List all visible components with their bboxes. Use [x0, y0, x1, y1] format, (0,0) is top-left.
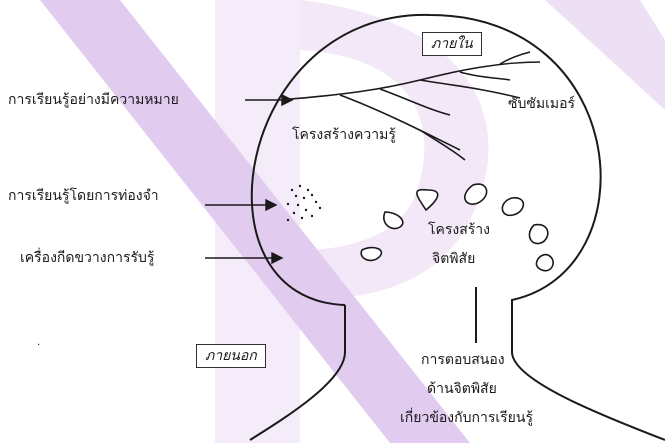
tree-branch-7 — [459, 71, 511, 81]
affective-structure-line1: โครงสร้าง — [428, 222, 491, 238]
subsumer-label: ซับซัมเมอร์ — [508, 96, 576, 112]
tree-branch-3 — [379, 88, 451, 116]
outside-label: ภายนอก — [196, 344, 266, 368]
droplet-4 — [383, 211, 404, 230]
arrow-rote-head — [265, 198, 278, 212]
affective-response-line1: การตอบสนอง — [421, 352, 505, 368]
small-dot: · — [37, 340, 41, 351]
perceptual-barrier-label: เครื่องกีดขวางการรับรู้ — [20, 250, 155, 266]
tree-branch-6 — [499, 51, 531, 65]
droplet-5 — [528, 223, 549, 245]
watermark-stroke-vertical — [215, 0, 300, 443]
affective-droplets — [360, 183, 554, 272]
droplet-7 — [535, 253, 554, 272]
affective-response-line3: เกี่ยวข้องกับการเรียนรู้ — [400, 410, 533, 426]
meaningful-learning-label: การเรียนรู้อย่างมีความหมาย — [8, 92, 179, 108]
inside-label: ภายใน — [422, 32, 482, 56]
tree-branch-5 — [419, 129, 466, 161]
head-outline — [249, 13, 665, 441]
affective-structure-line2: จิตพิสัย — [432, 251, 476, 267]
tree-branch-4 — [339, 94, 461, 151]
knowledge-structure-label: โครงสร้างความรู้ — [292, 127, 396, 143]
watermark — [40, 0, 665, 443]
droplet-3 — [501, 197, 525, 217]
droplet-6 — [360, 246, 383, 262]
rote-dots — [286, 184, 322, 222]
tree-branch-2 — [419, 79, 521, 99]
rote-learning-label: การเรียนรู้โดยการท่องจำ — [8, 188, 159, 204]
input-arrows — [205, 93, 294, 265]
watermark-corner — [545, 0, 665, 110]
arrow-meaningful-head — [281, 93, 294, 107]
knowledge-tree — [289, 51, 541, 161]
watermark-stroke-diagonal — [40, 0, 470, 443]
droplet-2 — [464, 183, 488, 205]
affective-response-line2: ด้านจิตพิสัย — [427, 381, 497, 397]
arrow-barrier-head — [271, 251, 284, 265]
droplet-1 — [416, 188, 439, 212]
